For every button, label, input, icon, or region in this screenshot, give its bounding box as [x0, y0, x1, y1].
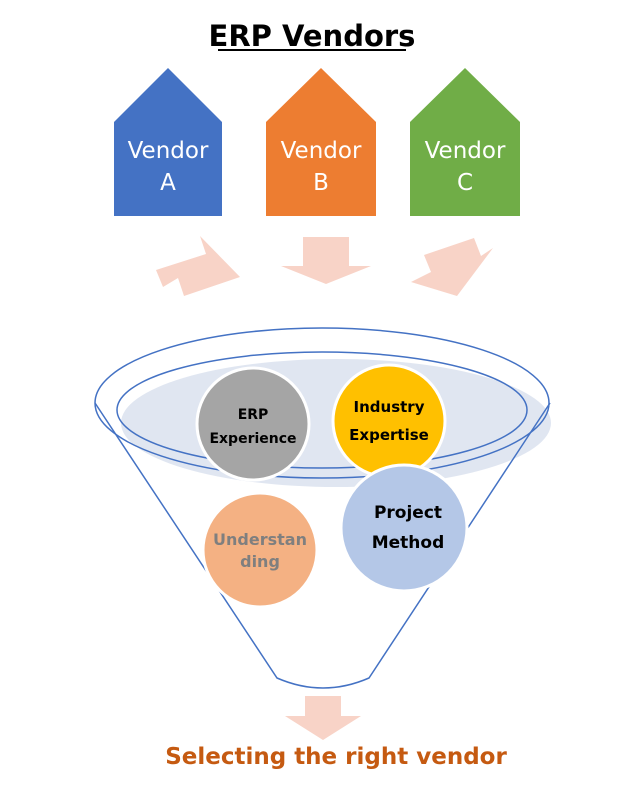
criterion-industry-expertise: Industry Expertise: [331, 363, 447, 479]
arrow-vendor-b-icon: [281, 237, 371, 284]
criterion-understanding: Understan ding: [201, 491, 319, 609]
result-label: Selecting the right vendor: [165, 744, 507, 770]
vendor-b-label-line1: Vendor: [281, 138, 362, 164]
criterion-erp-experience-line2: Experience: [209, 431, 296, 447]
arrow-vendor-a-icon: [156, 236, 240, 296]
diagram-title: ERP Vendors: [209, 19, 416, 53]
criterion-project-method: Project Method: [339, 463, 469, 593]
criterion-erp-experience-line1: ERP: [238, 407, 269, 423]
criterion-erp-experience: ERP Experience: [195, 366, 311, 482]
vendor-c-label-line2: C: [457, 170, 473, 196]
criterion-understanding-line2: ding: [240, 552, 280, 571]
funnel-icon: [94, 327, 551, 689]
criterion-project-method-line2: Method: [372, 533, 445, 553]
vendor-b-shape: Vendor B: [266, 68, 376, 216]
criterion-industry-expertise-line2: Expertise: [349, 426, 429, 444]
vendor-a-shape: Vendor A: [114, 68, 222, 216]
criterion-industry-expertise-line1: Industry: [354, 398, 425, 416]
arrow-result-icon: [285, 696, 361, 740]
criterion-understanding-line1: Understan: [213, 530, 307, 549]
criterion-project-method-line1: Project: [374, 503, 442, 523]
vendor-a-label-line1: Vendor: [128, 138, 209, 164]
arrow-vendor-c-icon: [411, 238, 493, 296]
vendor-c-shape: Vendor C: [410, 68, 520, 216]
vendor-a-label-line2: A: [160, 170, 176, 196]
vendor-c-label-line1: Vendor: [425, 138, 506, 164]
vendor-b-label-line2: B: [313, 170, 329, 196]
